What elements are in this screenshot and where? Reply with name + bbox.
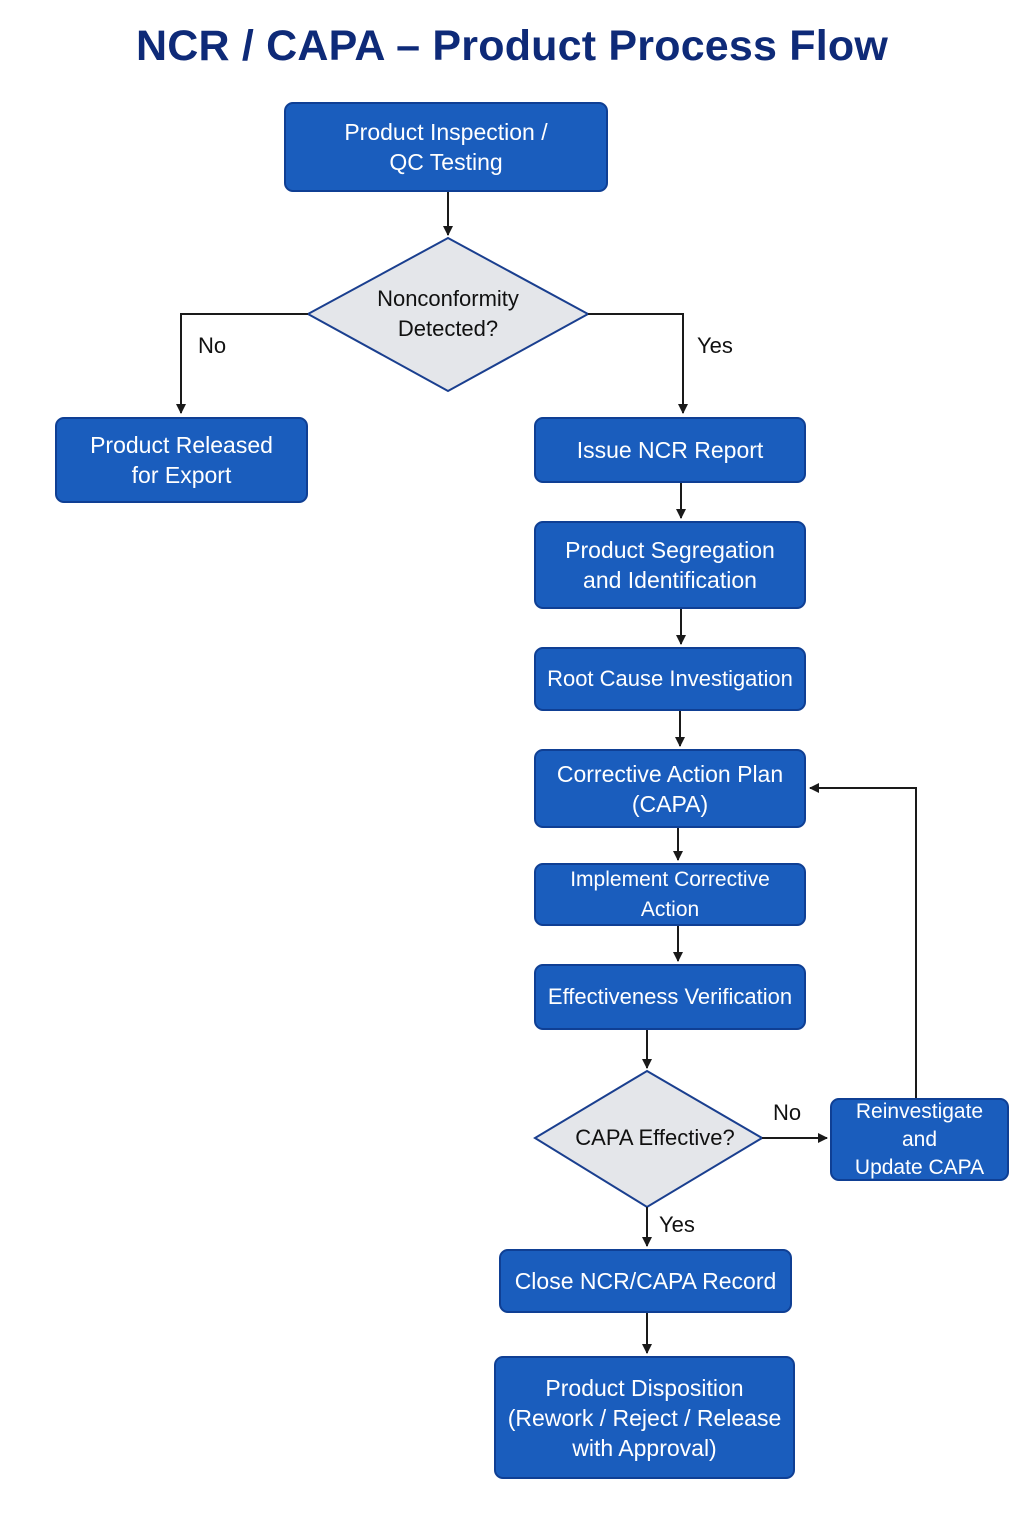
segregation-box: Product Segregation and Identification [534,521,806,609]
nonconformity-decision-label: Nonconformity Detected? [377,286,519,341]
root-cause-box: Root Cause Investigation [534,647,806,711]
nonconformity-diamond [305,236,591,393]
arrow-decision-no-to-released [176,313,308,414]
arrow-reinvestigate-loop-to-plan [809,783,917,1098]
capa-effective-decision-label: CAPA Effective? [575,1125,735,1150]
nonconformity-no-label: No [198,333,227,358]
corrective-plan-box: Corrective Action Plan (CAPA) [534,749,806,828]
issue-ncr-box: Issue NCR Report [534,417,806,483]
nonconformity-yes-label: Yes [697,333,733,358]
reinvestigate-box: Reinvestigate and Update CAPA [830,1098,1009,1181]
released-box: Product Released for Export [55,417,308,503]
capa-no-label: No [773,1100,802,1125]
close-record-box: Close NCR/CAPA Record [499,1249,792,1313]
capa-yes-label: Yes [659,1212,695,1237]
inspection-box: Product Inspection / QC Testing [284,102,608,192]
disposition-box: Product Disposition (Rework / Reject / R… [494,1356,795,1479]
effectiveness-box: Effectiveness Verification [534,964,806,1030]
implement-box: Implement Corrective Action [534,863,806,926]
page-title: NCR / CAPA – Product Process Flow [135,22,889,70]
arrow-decision-yes-to-ncr [588,313,688,414]
